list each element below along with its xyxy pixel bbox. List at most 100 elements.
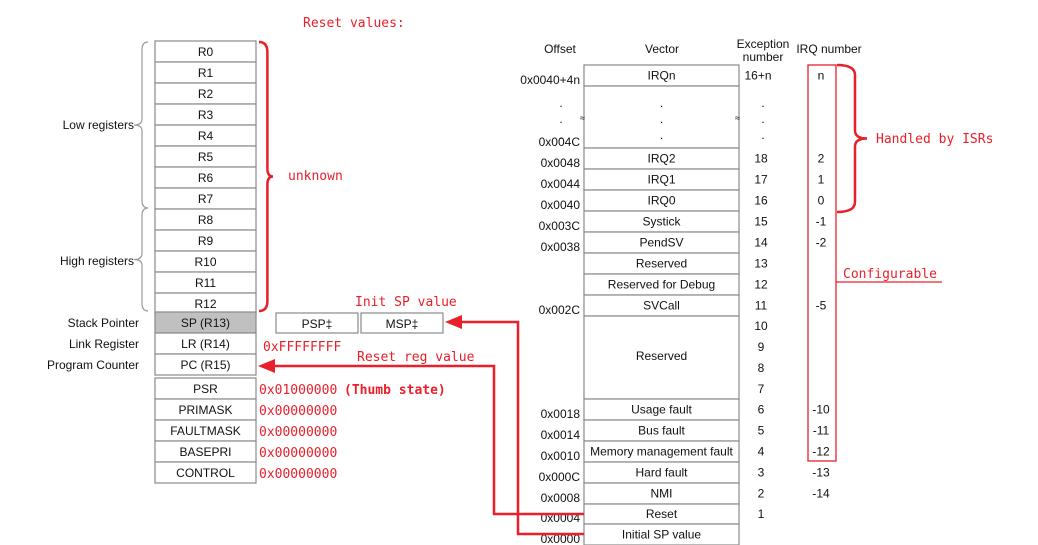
configurable-label: Configurable: [843, 267, 937, 282]
exception-number: 9: [758, 340, 765, 354]
exception-number: 14: [754, 236, 768, 250]
special-register-faultmask: FAULTMASK: [170, 424, 240, 438]
exception-number: 8: [758, 361, 765, 375]
low-registers-label: Low registers: [63, 118, 134, 132]
init-sp-arrowhead-icon: [445, 315, 462, 329]
header-vector: Vector: [645, 42, 679, 56]
irq-number: 2: [818, 152, 825, 166]
register-label-R11: R11: [195, 276, 216, 290]
special-register-control: CONTROL: [176, 466, 235, 480]
psp-box: [275, 312, 359, 334]
vector-pendsv: PendSV: [639, 236, 683, 250]
vector-reserved: Reserved: [636, 349, 687, 363]
register-label-R10: R10: [194, 255, 216, 269]
vector-nmi: NMI: [651, 487, 673, 501]
exception-number: 16: [754, 194, 768, 208]
init-sp-label: Init SP value: [355, 295, 457, 310]
register-label-R9: R9: [198, 234, 214, 248]
handled-by-isrs-label: Handled by ISRs: [876, 132, 993, 147]
ellipsis-dot: .: [761, 112, 764, 126]
vector-row: [583, 85, 740, 149]
special-register-box: [154, 461, 257, 484]
irq-number: 0: [818, 194, 825, 208]
reset-value-primask: 0x00000000: [259, 404, 337, 419]
register-label-R8: R8: [198, 213, 214, 227]
reset-reg-label: Reset reg value: [357, 350, 475, 365]
break-mark-icon: ≈: [735, 113, 740, 123]
vector-reset: Reset: [646, 507, 678, 521]
configurable-irq-box: [807, 64, 837, 462]
offset-label: 0x002C: [539, 303, 581, 317]
exception-number: 18: [754, 152, 768, 166]
vector-reserved-for-debug: Reserved for Debug: [608, 278, 715, 292]
reset-value-basepri: 0x00000000: [259, 446, 337, 461]
vector-irq2: IRQ2: [647, 152, 675, 166]
exception-number: 16+n: [744, 69, 771, 83]
high-registers-label: High registers: [60, 254, 134, 268]
vector-irq0: IRQ0: [647, 194, 675, 208]
irq-number: -11: [813, 424, 830, 438]
vector-irqn: IRQn: [647, 69, 675, 83]
vector-reserved: Reserved: [636, 257, 687, 271]
special-register-psr: PSR: [193, 382, 218, 396]
register-label-R6: R6: [198, 171, 214, 185]
ellipsis-dot: .: [761, 128, 764, 142]
reset-arrow-line: [272, 364, 584, 516]
register-label-R12: R12: [194, 297, 216, 311]
vector-memory-management-fault: Memory management fault: [590, 445, 733, 459]
vector-systick: Systick: [642, 215, 681, 229]
special-register-basepri: BASEPRI: [179, 445, 231, 459]
exception-number: 1: [758, 507, 765, 521]
reset-value-faultmask: 0x00000000: [259, 425, 337, 440]
ellipsis-dot: .: [660, 128, 663, 142]
exception-number: 5: [758, 424, 765, 438]
lr-register-name: LR (R14): [181, 337, 230, 351]
pc-register-label: Program Counter: [47, 358, 139, 372]
exception-number: 6: [758, 403, 765, 417]
offset-label: 0x0038: [541, 240, 581, 254]
reset-value-psr: 0x01000000: [259, 383, 337, 398]
offset-label: 0x0014: [541, 428, 581, 442]
offset-label: 0x004C: [539, 135, 581, 149]
offset-label: 0x0048: [541, 156, 581, 170]
exception-number: 17: [754, 173, 768, 187]
offset-label: 0x003C: [539, 219, 581, 233]
unknown-brace-icon: [258, 40, 274, 313]
init-sp-arrow-line: [458, 320, 584, 536]
sp-register-label: Stack Pointer: [68, 316, 139, 330]
header-offset: Offset: [544, 42, 576, 56]
exception-number: 15: [754, 215, 768, 229]
header-irq: IRQ number: [796, 42, 861, 56]
psp-label: PSP‡: [302, 317, 333, 331]
irq-number: -1: [816, 215, 827, 229]
header-exception-2: number: [743, 50, 784, 64]
offset-label: 0x0040+4n: [520, 73, 580, 87]
irq-number: -12: [812, 445, 830, 459]
vector-hard-fault: Hard fault: [635, 466, 688, 480]
low-registers-brace-icon: [133, 41, 149, 209]
vector-usage-fault: Usage fault: [631, 403, 692, 417]
register-label-R1: R1: [198, 66, 214, 80]
offset-label: 0x0010: [541, 449, 581, 463]
exception-number: 10: [754, 319, 768, 333]
header-exception-1: Exception: [737, 37, 790, 51]
ellipsis-dot: .: [559, 112, 562, 126]
register-label-R4: R4: [198, 129, 214, 143]
reset-value-control: 0x00000000: [259, 467, 337, 482]
exception-number: 11: [755, 299, 768, 313]
irq-number: -14: [812, 487, 830, 501]
register-label-R7: R7: [198, 192, 214, 206]
lr-register-label: Link Register: [69, 337, 139, 351]
exception-number: 4: [758, 445, 765, 459]
msp-box: [360, 312, 444, 334]
vector-initial-sp-value: Initial SP value: [622, 528, 701, 542]
vector-svcall: SVCall: [643, 299, 680, 313]
exception-number: 12: [754, 278, 768, 292]
offset-label: 0x0018: [541, 407, 581, 421]
exception-number: 7: [758, 382, 765, 396]
ellipsis-dot: .: [660, 112, 663, 126]
irq-number: -2: [816, 236, 827, 250]
unknown-label: unknown: [288, 169, 343, 184]
msp-label: MSP‡: [386, 317, 419, 331]
